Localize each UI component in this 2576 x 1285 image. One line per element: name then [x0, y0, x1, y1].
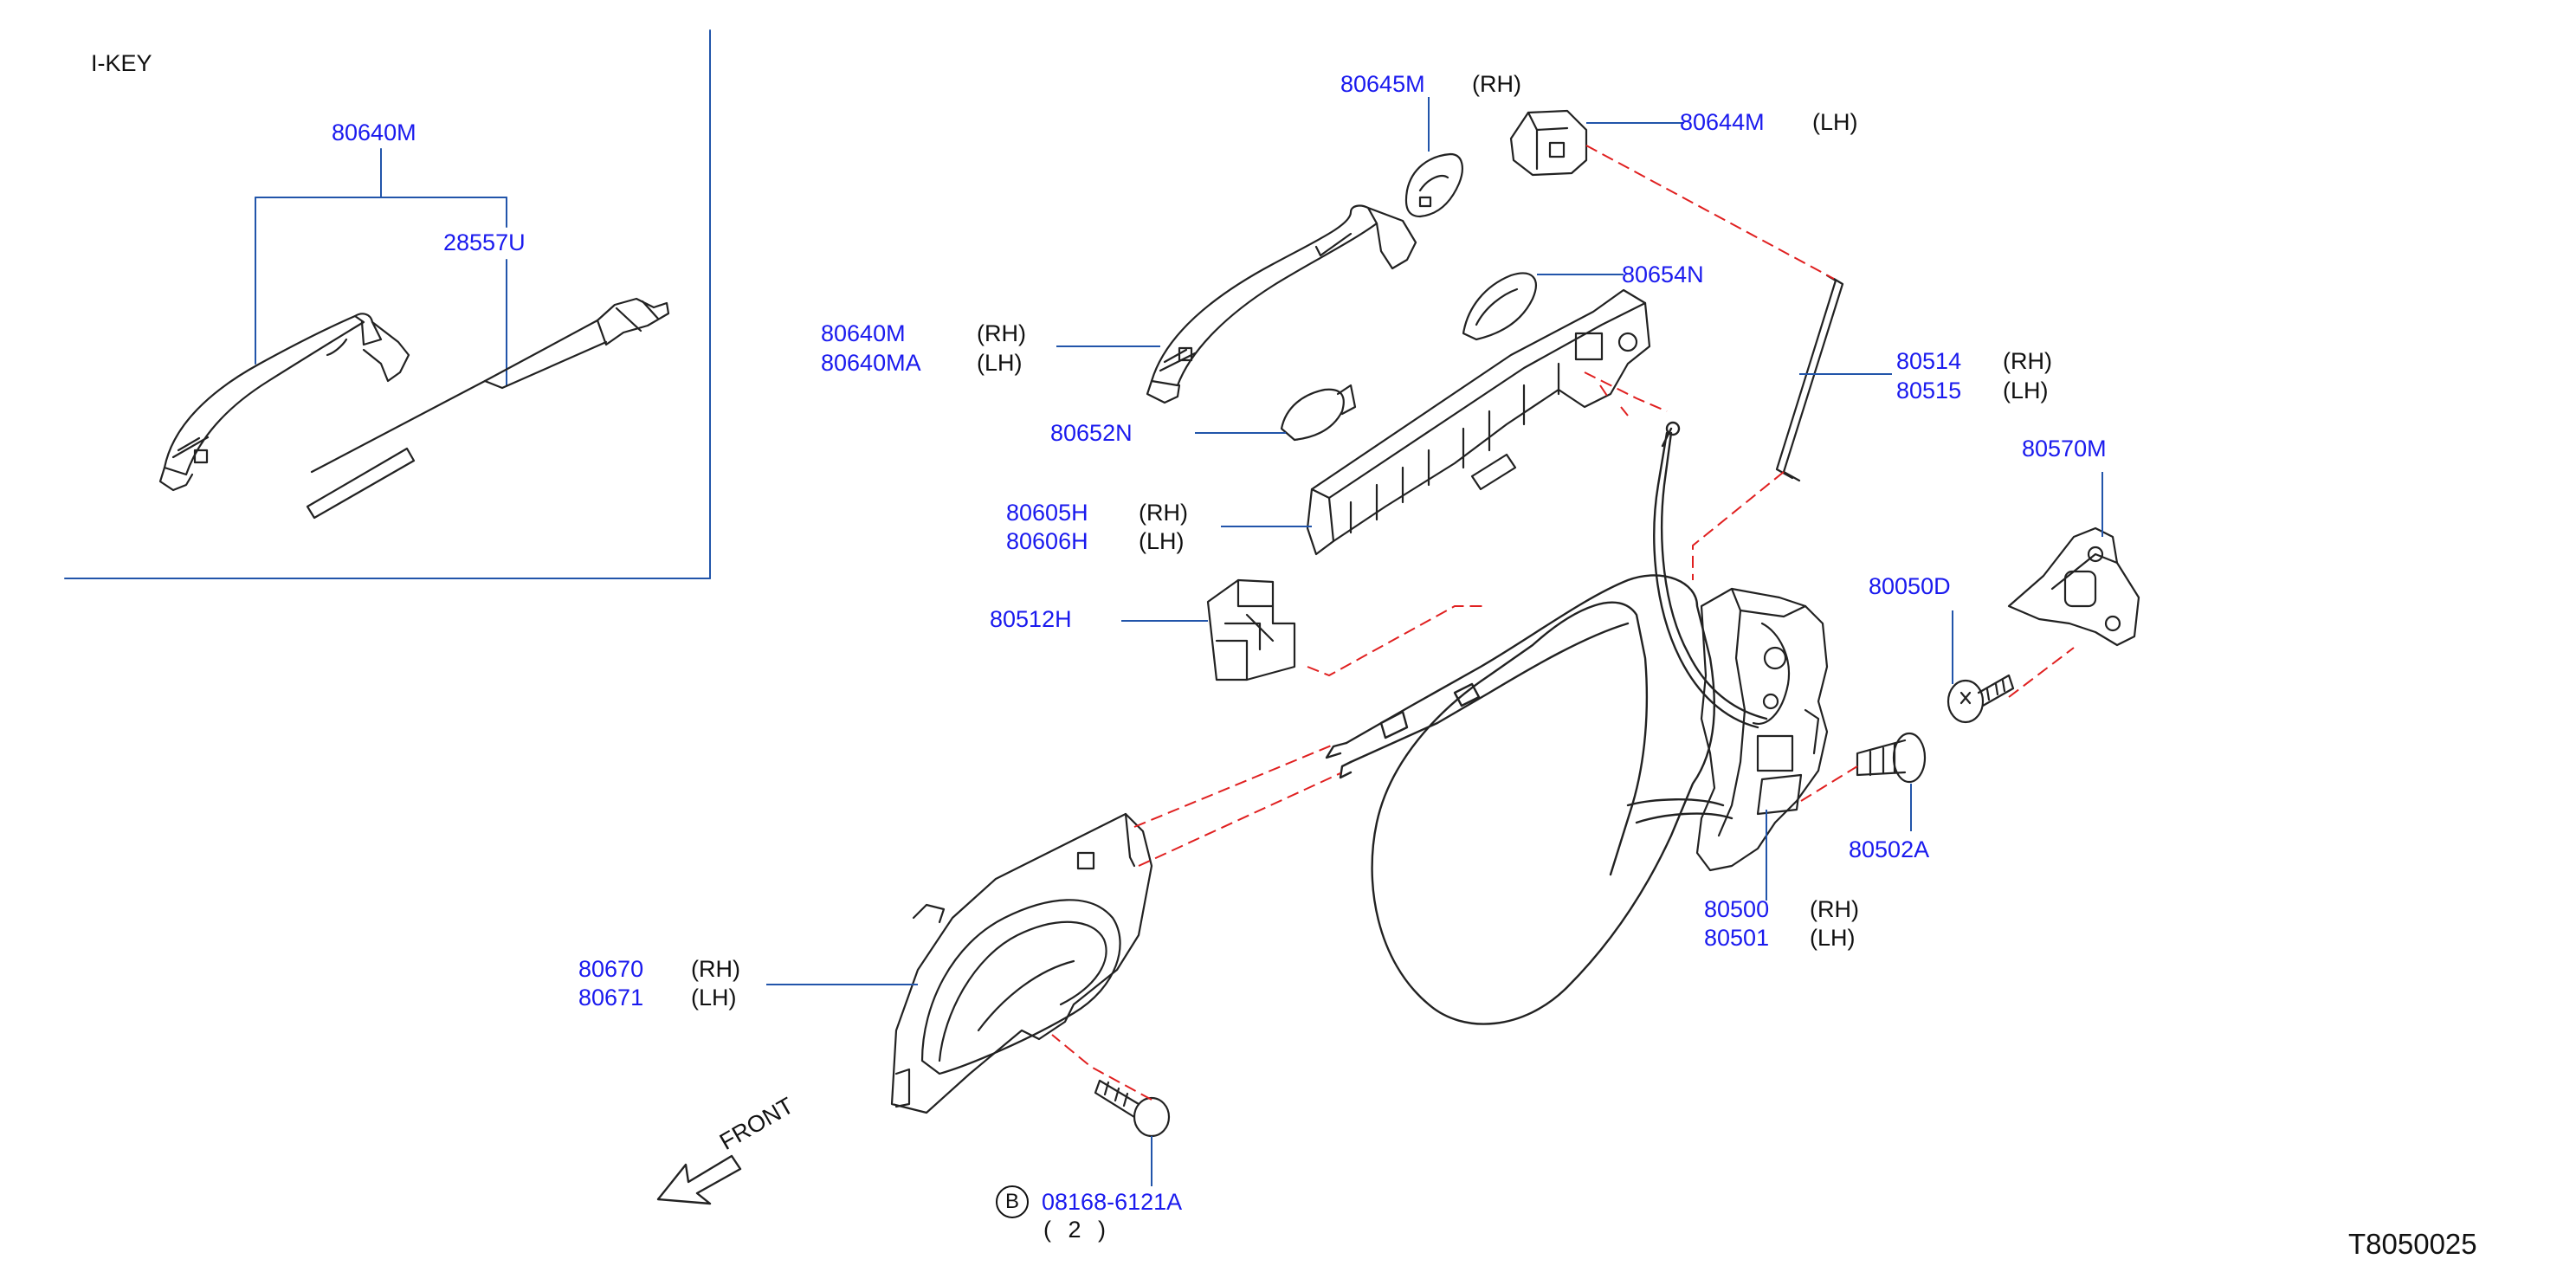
label-80570m[interactable]: 80570M: [2022, 436, 2107, 462]
bolt-marker: B: [996, 1185, 1029, 1218]
label-80605h[interactable]: 80605H: [1006, 500, 1088, 526]
label-80670[interactable]: 80670: [578, 956, 644, 982]
gasket-80652n: [1280, 384, 1357, 442]
label-80606h-side: (LH): [1139, 528, 1185, 554]
front-arrow: [656, 1154, 742, 1205]
label-80652n[interactable]: 80652N: [1050, 420, 1133, 446]
inset-title: I-KEY: [91, 50, 152, 76]
label-80645m[interactable]: 80645M: [1340, 71, 1425, 97]
striker-80570m: [2007, 526, 2140, 647]
inset-frame: [64, 29, 711, 579]
dashed-assembly-lines: [1051, 145, 2075, 1101]
clip-80512h: [1206, 578, 1296, 681]
inset-leaders: [255, 148, 507, 386]
label-80514-side: (RH): [2003, 348, 2052, 374]
screw-80050d: [1947, 674, 2015, 724]
label-80640m-side: (RH): [977, 320, 1026, 346]
label-80514[interactable]: 80514: [1896, 348, 1962, 374]
label-80640m-inset[interactable]: 80640M: [332, 119, 416, 145]
label-80670-side: (RH): [691, 956, 740, 982]
leader-lines: [766, 97, 2103, 1186]
rod-80514: [1775, 274, 1844, 482]
label-80654n[interactable]: 80654N: [1622, 262, 1704, 287]
label-80671-side: (LH): [691, 985, 737, 1011]
label-80640ma[interactable]: 80640MA: [821, 350, 921, 376]
label-80640m[interactable]: 80640M: [821, 320, 906, 346]
label-80501-side: (LH): [1810, 925, 1856, 951]
label-80512h[interactable]: 80512H: [990, 606, 1072, 632]
label-80606h[interactable]: 80606H: [1006, 528, 1088, 554]
label-80502a[interactable]: 80502A: [1849, 836, 1930, 862]
label-80644m-side: (LH): [1812, 109, 1858, 135]
label-80050d[interactable]: 80050D: [1869, 573, 1951, 599]
label-80644m[interactable]: 80644M: [1680, 109, 1765, 135]
door-lock-actuator-80500: [1695, 587, 1829, 872]
label-80500-side: (RH): [1810, 896, 1859, 922]
gasket-80645m: [1404, 152, 1463, 218]
bolt-quantity: ( 2 ): [1043, 1217, 1107, 1243]
label-80500[interactable]: 80500: [1704, 896, 1770, 922]
label-80605h-side: (RH): [1139, 500, 1188, 526]
escutcheon-80644m: [1509, 109, 1588, 177]
inside-handle-80670: [890, 812, 1153, 1114]
label-80515-side: (LH): [2003, 378, 2049, 404]
gasket-80654n: [1462, 272, 1537, 341]
inset-antenna-cable: [306, 297, 670, 520]
inset-outside-handle: [158, 313, 410, 492]
label-28557u[interactable]: 28557U: [443, 229, 526, 255]
label-80501[interactable]: 80501: [1704, 925, 1770, 951]
label-80645m-side: (RH): [1472, 71, 1521, 97]
screw-80502a: [1856, 732, 1927, 784]
label-80671[interactable]: 80671: [578, 985, 644, 1011]
label-08168-6121a[interactable]: 08168-6121A: [1042, 1189, 1183, 1215]
diagram-reference: T8050025: [2348, 1228, 2477, 1260]
cable-assembly: [1325, 421, 1768, 1025]
outside-handle: [1146, 204, 1417, 404]
handle-bracket-80605h: [1306, 288, 1651, 556]
label-80640ma-side: (LH): [977, 350, 1023, 376]
label-80515[interactable]: 80515: [1896, 378, 1962, 404]
